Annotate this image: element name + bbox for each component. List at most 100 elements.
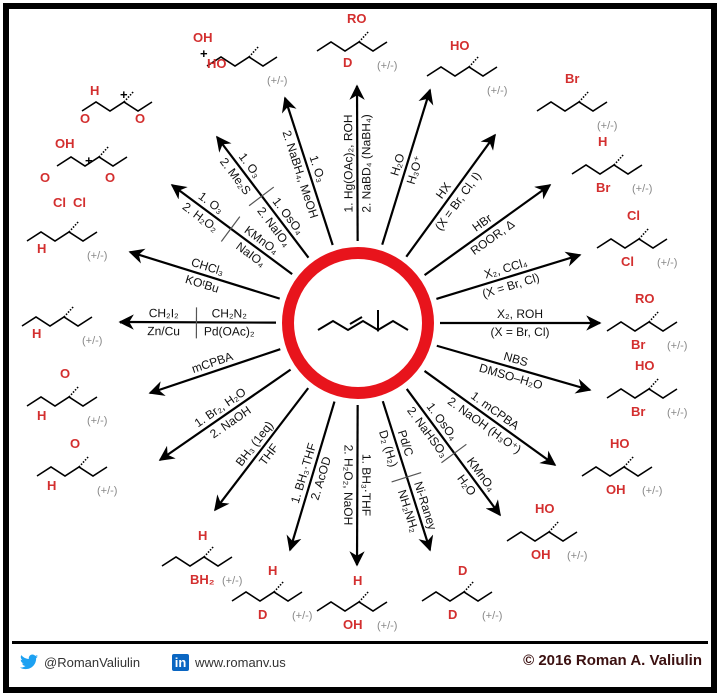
racemic-label: (+/-) [87, 415, 107, 427]
racemic-label: (+/-) [222, 575, 242, 587]
racemic-label: (+/-) [377, 620, 397, 632]
reagent-label: 2. NaBD₄ (NaBH₄) [359, 114, 373, 213]
product-structure[interactable]: HD(+/-) [231, 563, 312, 622]
product-structure[interactable]: OHO+O [40, 136, 128, 185]
atom-label: OH [55, 136, 75, 151]
plus-sign: + [120, 87, 128, 102]
reagent-label: H₂O [387, 152, 407, 178]
atom-label: H [353, 573, 362, 588]
product-structure[interactable]: O H (+/-) [26, 366, 107, 427]
racemic-label: (+/-) [82, 335, 102, 347]
product-structure[interactable]: ROD(+/-) [316, 11, 397, 72]
product-structure[interactable]: HO(+/-) [426, 38, 507, 97]
product-structure[interactable]: OH(+/-) [36, 436, 117, 497]
atom-label: OH [343, 617, 363, 632]
carbon-skeleton [231, 591, 303, 602]
hashed-wedge [358, 590, 370, 603]
atom-label: RO [347, 11, 367, 26]
atom-label: O [60, 366, 70, 381]
reagent-label: CH₂I₂ [149, 306, 179, 320]
product-structure[interactable]: H OH (+/-) [316, 573, 397, 632]
racemic-label: (+/-) [667, 407, 687, 419]
reaction-arrow [381, 400, 434, 552]
reagent-group: X₂, ROH (X = Br, Cl) [490, 307, 549, 339]
reagent-label: CH₂N₂ [212, 306, 248, 320]
reagent-label: H₃O⁺ [404, 154, 426, 186]
reaction-arrow [216, 135, 310, 259]
hashed-wedge [78, 455, 90, 468]
hashed-wedge [468, 55, 480, 68]
racemic-label: (+/-) [642, 485, 662, 497]
reaction-arrow [423, 370, 557, 466]
product-structure[interactable]: OH+HO(+/-) [193, 30, 287, 87]
product-structure[interactable]: HO+O [80, 83, 153, 126]
atom-label: H [32, 326, 41, 341]
atom-label: H [598, 134, 607, 149]
reaction-arrow [436, 344, 592, 394]
product-structure[interactable]: HBr(+/-) [571, 134, 652, 195]
racemic-label: (+/-) [97, 485, 117, 497]
atom-label: Br [565, 71, 579, 86]
carbon-skeleton [606, 388, 678, 399]
reagent-label: DMSO–H₂O [478, 361, 545, 393]
racemic-label: (+/-) [667, 340, 687, 352]
reaction-arrow [281, 96, 334, 246]
reaction-arrow [381, 88, 434, 245]
atom-label: OH [193, 30, 213, 45]
atom-label: H [37, 408, 46, 423]
hashed-wedge [548, 520, 560, 533]
copyright: © 2016 Roman A. Valiulin [523, 652, 702, 669]
racemic-label: (+/-) [487, 85, 507, 97]
reagent-divider [391, 471, 422, 483]
carbon-skeleton [571, 164, 643, 175]
racemic-label: (+/-) [597, 120, 617, 132]
twitter-link[interactable]: @RomanValiulin [20, 654, 140, 670]
atom-label: H [37, 241, 46, 256]
atom-label: Br [631, 337, 645, 352]
atom-label: HO [207, 56, 227, 71]
reaction-arrow [118, 314, 277, 330]
atom-label: OH [531, 547, 551, 562]
reagent-label: Zn/Cu [147, 324, 180, 338]
racemic-label: (+/-) [482, 610, 502, 622]
carbon-skeleton [36, 466, 108, 477]
linkedin-icon: in [172, 654, 189, 671]
reaction-arrow [170, 184, 293, 276]
atom-label: HO [635, 358, 655, 373]
reagent-label: X₂, ROH [497, 307, 543, 321]
racemic-label: (+/-) [377, 60, 397, 72]
alkene-double-bond [349, 316, 363, 325]
product-structure[interactable]: H (+/-) [21, 305, 102, 347]
carbon-skeleton [81, 101, 153, 112]
starting-alkene-skeleton [317, 310, 409, 332]
reagent-label: (X = Br, Cl) [490, 325, 549, 339]
product-structure[interactable]: DD(+/-) [421, 563, 502, 622]
racemic-label: (+/-) [267, 75, 287, 87]
hashed-wedge [98, 145, 110, 158]
reaction-arrow [158, 368, 292, 461]
hashed-wedge [613, 153, 625, 166]
atom-label: Br [596, 180, 610, 195]
hashed-wedge [578, 90, 590, 103]
website-link[interactable]: in www.romanv.us [172, 654, 286, 671]
atom-label: O [105, 170, 115, 185]
atom-label: H [47, 478, 56, 493]
carbon-skeleton [606, 321, 678, 332]
atom-label: Cl [627, 208, 640, 223]
reagent-divider [220, 216, 241, 242]
reaction-arrow [148, 348, 281, 396]
hashed-wedge [623, 455, 635, 468]
product-structure[interactable]: Br (+/-) [536, 71, 617, 132]
reaction-arrow [349, 84, 365, 242]
reagent-label: NBS [502, 349, 530, 369]
carbon-skeleton [596, 238, 668, 249]
